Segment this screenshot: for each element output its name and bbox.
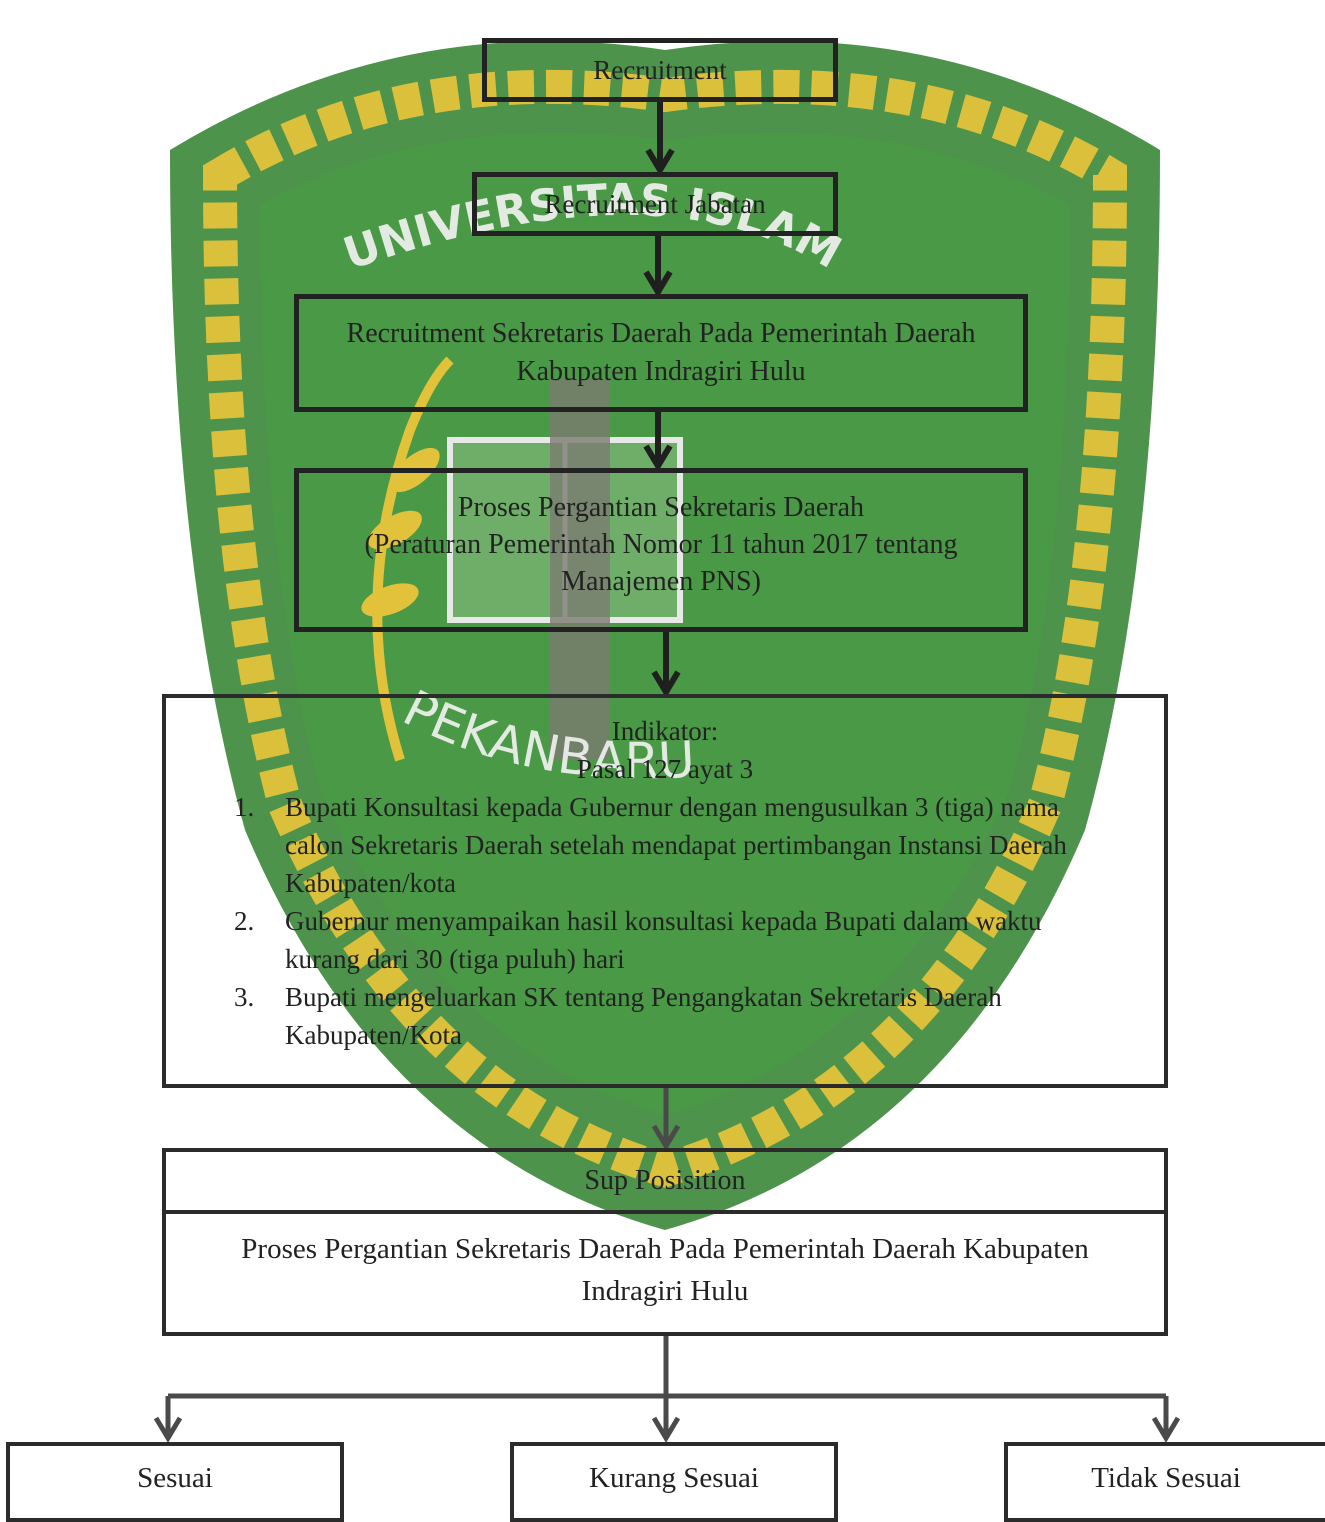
indikator-item-line: Bupati mengeluarkan SK tentang Pengangka… <box>285 982 1002 1012</box>
sup-posisition-line1: Proses Pergantian Sekretaris Daerah Pada… <box>241 1233 1089 1265</box>
indikator-list: 1. Bupati Konsultasi kepada Gubernur den… <box>166 788 1164 1054</box>
recruitment-sekda-box: Recruitment Sekretaris Daerah Pada Pemer… <box>294 294 1028 412</box>
indikator-item: 2. Gubernur menyampaikan hasil konsultas… <box>166 902 1164 978</box>
arrow-head-icon <box>1151 1416 1181 1443</box>
outcome-sesuai-label: Sesuai <box>137 1462 213 1494</box>
proses-pergantian-box: Proses Pergantian Sekretaris Daerah (Per… <box>294 468 1028 632</box>
emblem-rope-border <box>202 69 1128 1188</box>
proses-line2: (Peraturan Pemerintah Nomor 11 tahun 201… <box>364 529 958 560</box>
emblem-leaf-icon <box>368 510 422 550</box>
recruitment-jabatan-box: Recruitment Jabatan <box>472 172 838 236</box>
emblem-wheat-left-icon <box>372 356 454 762</box>
sup-posisition-body-box: Proses Pergantian Sekretaris Daerah Pada… <box>162 1210 1168 1336</box>
recruitment-box: Recruitment <box>482 38 838 102</box>
emblem-inner-area <box>260 132 1070 1116</box>
indikator-box: Indikator: Pasal 127 ayat 3 1. Bupati Ko… <box>162 694 1168 1088</box>
indikator-item-line: Kabupaten/kota <box>285 868 456 898</box>
recruitment-sekda-line2: Kabupaten Indragiri Hulu <box>516 356 806 387</box>
indikator-item-line: calon Sekretaris Daerah setelah mendapat… <box>285 830 1067 860</box>
indikator-item-line: Gubernur menyampaikan hasil konsultasi k… <box>285 906 1042 936</box>
indikator-item-line: kurang dari 30 (tiga puluh) hari <box>285 944 625 974</box>
recruitment-sekda-line1: Recruitment Sekretaris Daerah Pada Pemer… <box>346 318 976 349</box>
outcome-sesuai-box: Sesuai <box>6 1442 344 1522</box>
outcome-tidak-sesuai-box: Tidak Sesuai <box>1004 1442 1325 1522</box>
sup-posisition-label: Sup Posisition <box>584 1165 746 1196</box>
arrow-head-icon <box>651 1416 681 1443</box>
proses-line1: Proses Pergantian Sekretaris Daerah <box>457 492 865 523</box>
arrow-head-icon <box>643 270 673 298</box>
university-emblem-watermark: UNIVERSITAS ISLAM RIAU PEKANBARU <box>150 0 1160 1231</box>
indikator-title: Indikator: <box>611 716 719 746</box>
sup-posisition-header-box: Sup Posisition <box>162 1148 1168 1214</box>
arrow-head-icon <box>651 670 681 698</box>
sup-posisition-line2: Indragiri Hulu <box>581 1275 749 1307</box>
arrow-head-icon <box>643 444 673 472</box>
proses-line3: Manajemen PNS) <box>561 566 761 597</box>
indikator-item-number: 1. <box>234 792 255 822</box>
indikator-item-number: 3. <box>234 982 255 1012</box>
outcome-kurang-sesuai-label: Kurang Sesuai <box>589 1462 759 1494</box>
arrow-head-icon <box>153 1416 183 1443</box>
indikator-item-line: Bupati Konsultasi kepada Gubernur dengan… <box>285 792 1059 822</box>
indikator-item: 1. Bupati Konsultasi kepada Gubernur den… <box>166 788 1164 902</box>
recruitment-label: Recruitment <box>593 55 727 85</box>
recruitment-jabatan-label: Recruitment Jabatan <box>544 189 766 219</box>
emblem-leaf-icon <box>361 583 419 617</box>
arrow-head-icon <box>651 1124 681 1151</box>
indikator-item-number: 2. <box>234 906 255 936</box>
outcome-tidak-sesuai-label: Tidak Sesuai <box>1091 1462 1241 1494</box>
indikator-item: 3. Bupati mengeluarkan SK tentang Pengan… <box>166 978 1164 1054</box>
indikator-item-line: Kabupaten/Kota <box>285 1020 462 1050</box>
outcome-kurang-sesuai-box: Kurang Sesuai <box>510 1442 838 1522</box>
indikator-subtitle: Pasal 127 ayat 3 <box>576 754 754 784</box>
arrow-head-icon <box>645 148 675 176</box>
